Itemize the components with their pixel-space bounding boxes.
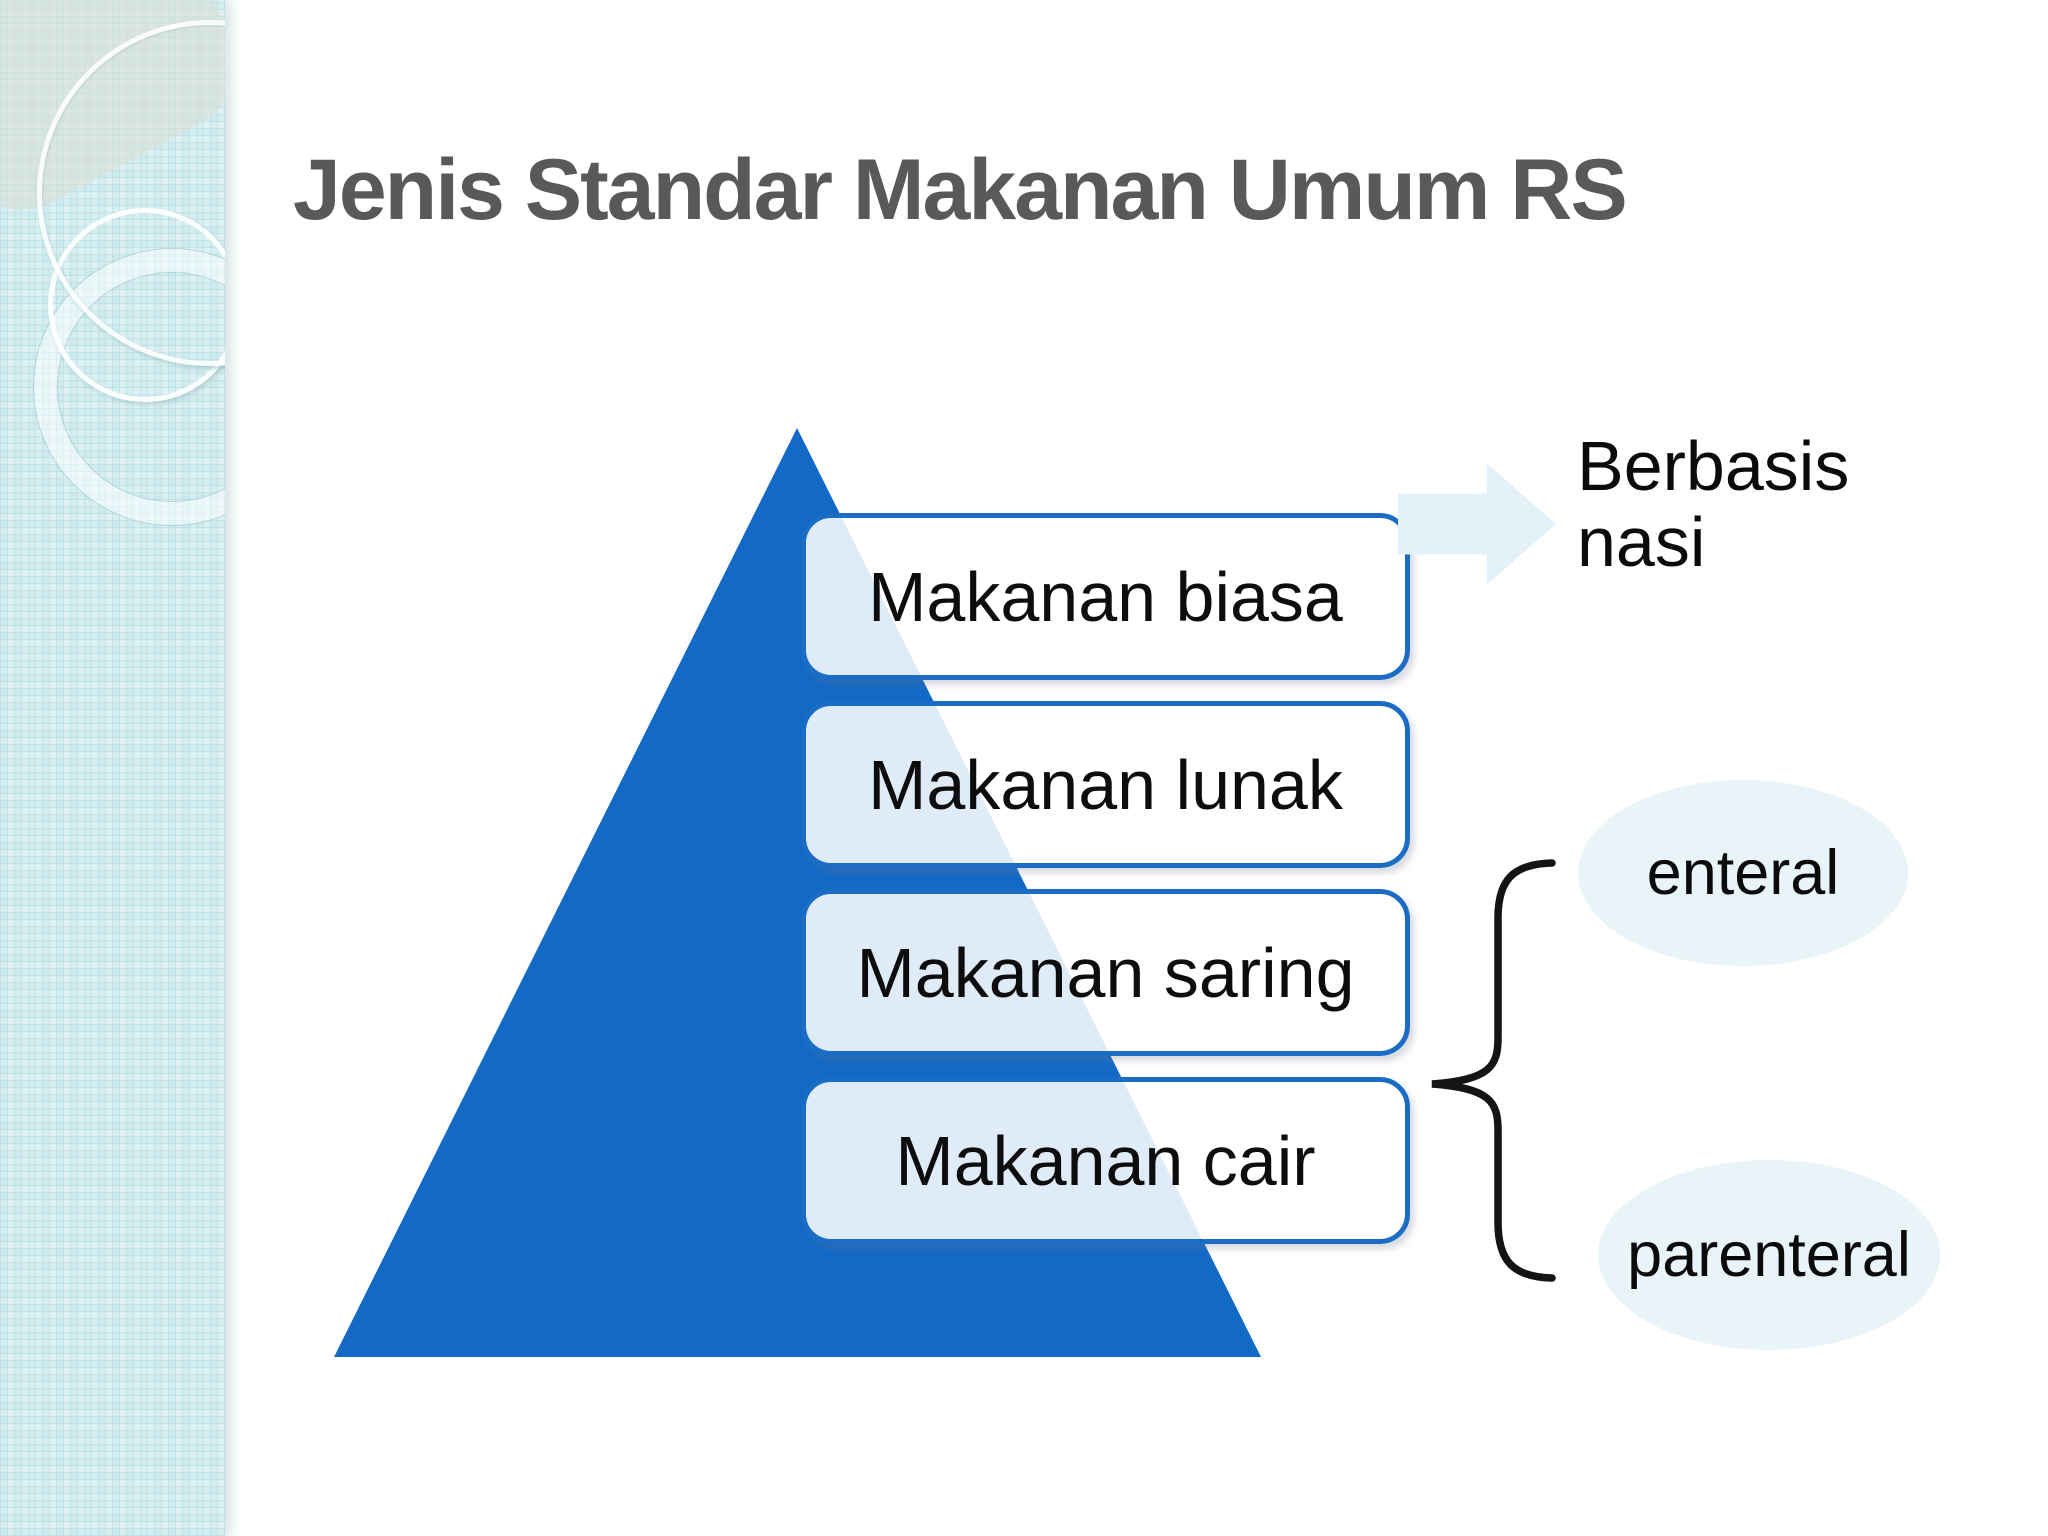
enteral-ellipse: enteral — [1578, 780, 1908, 966]
pyramid-level-makanan-cair: Makanan cair — [801, 1077, 1410, 1244]
page-title: Jenis Standar Makanan Umum RS — [293, 142, 1628, 238]
parenteral-label: parenteral — [1627, 1220, 1911, 1290]
enteral-label: enteral — [1646, 838, 1840, 908]
parenteral-ellipse: parenteral — [1598, 1160, 1940, 1350]
level-label: Makanan cair — [895, 1121, 1316, 1200]
level-label: Makanan biasa — [868, 557, 1343, 636]
pyramid-level-makanan-biasa: Makanan biasa — [801, 513, 1410, 680]
arrow-note-text: Berbasis nasi — [1577, 427, 1850, 582]
arrow-right-icon — [1398, 463, 1556, 585]
pyramid-level-makanan-lunak: Makanan lunak — [801, 701, 1410, 868]
level-label: Makanan saring — [856, 933, 1355, 1012]
sidebar-decoration — [0, 0, 225, 1536]
pyramid-level-makanan-saring: Makanan saring — [801, 889, 1410, 1056]
level-label: Makanan lunak — [868, 745, 1343, 824]
